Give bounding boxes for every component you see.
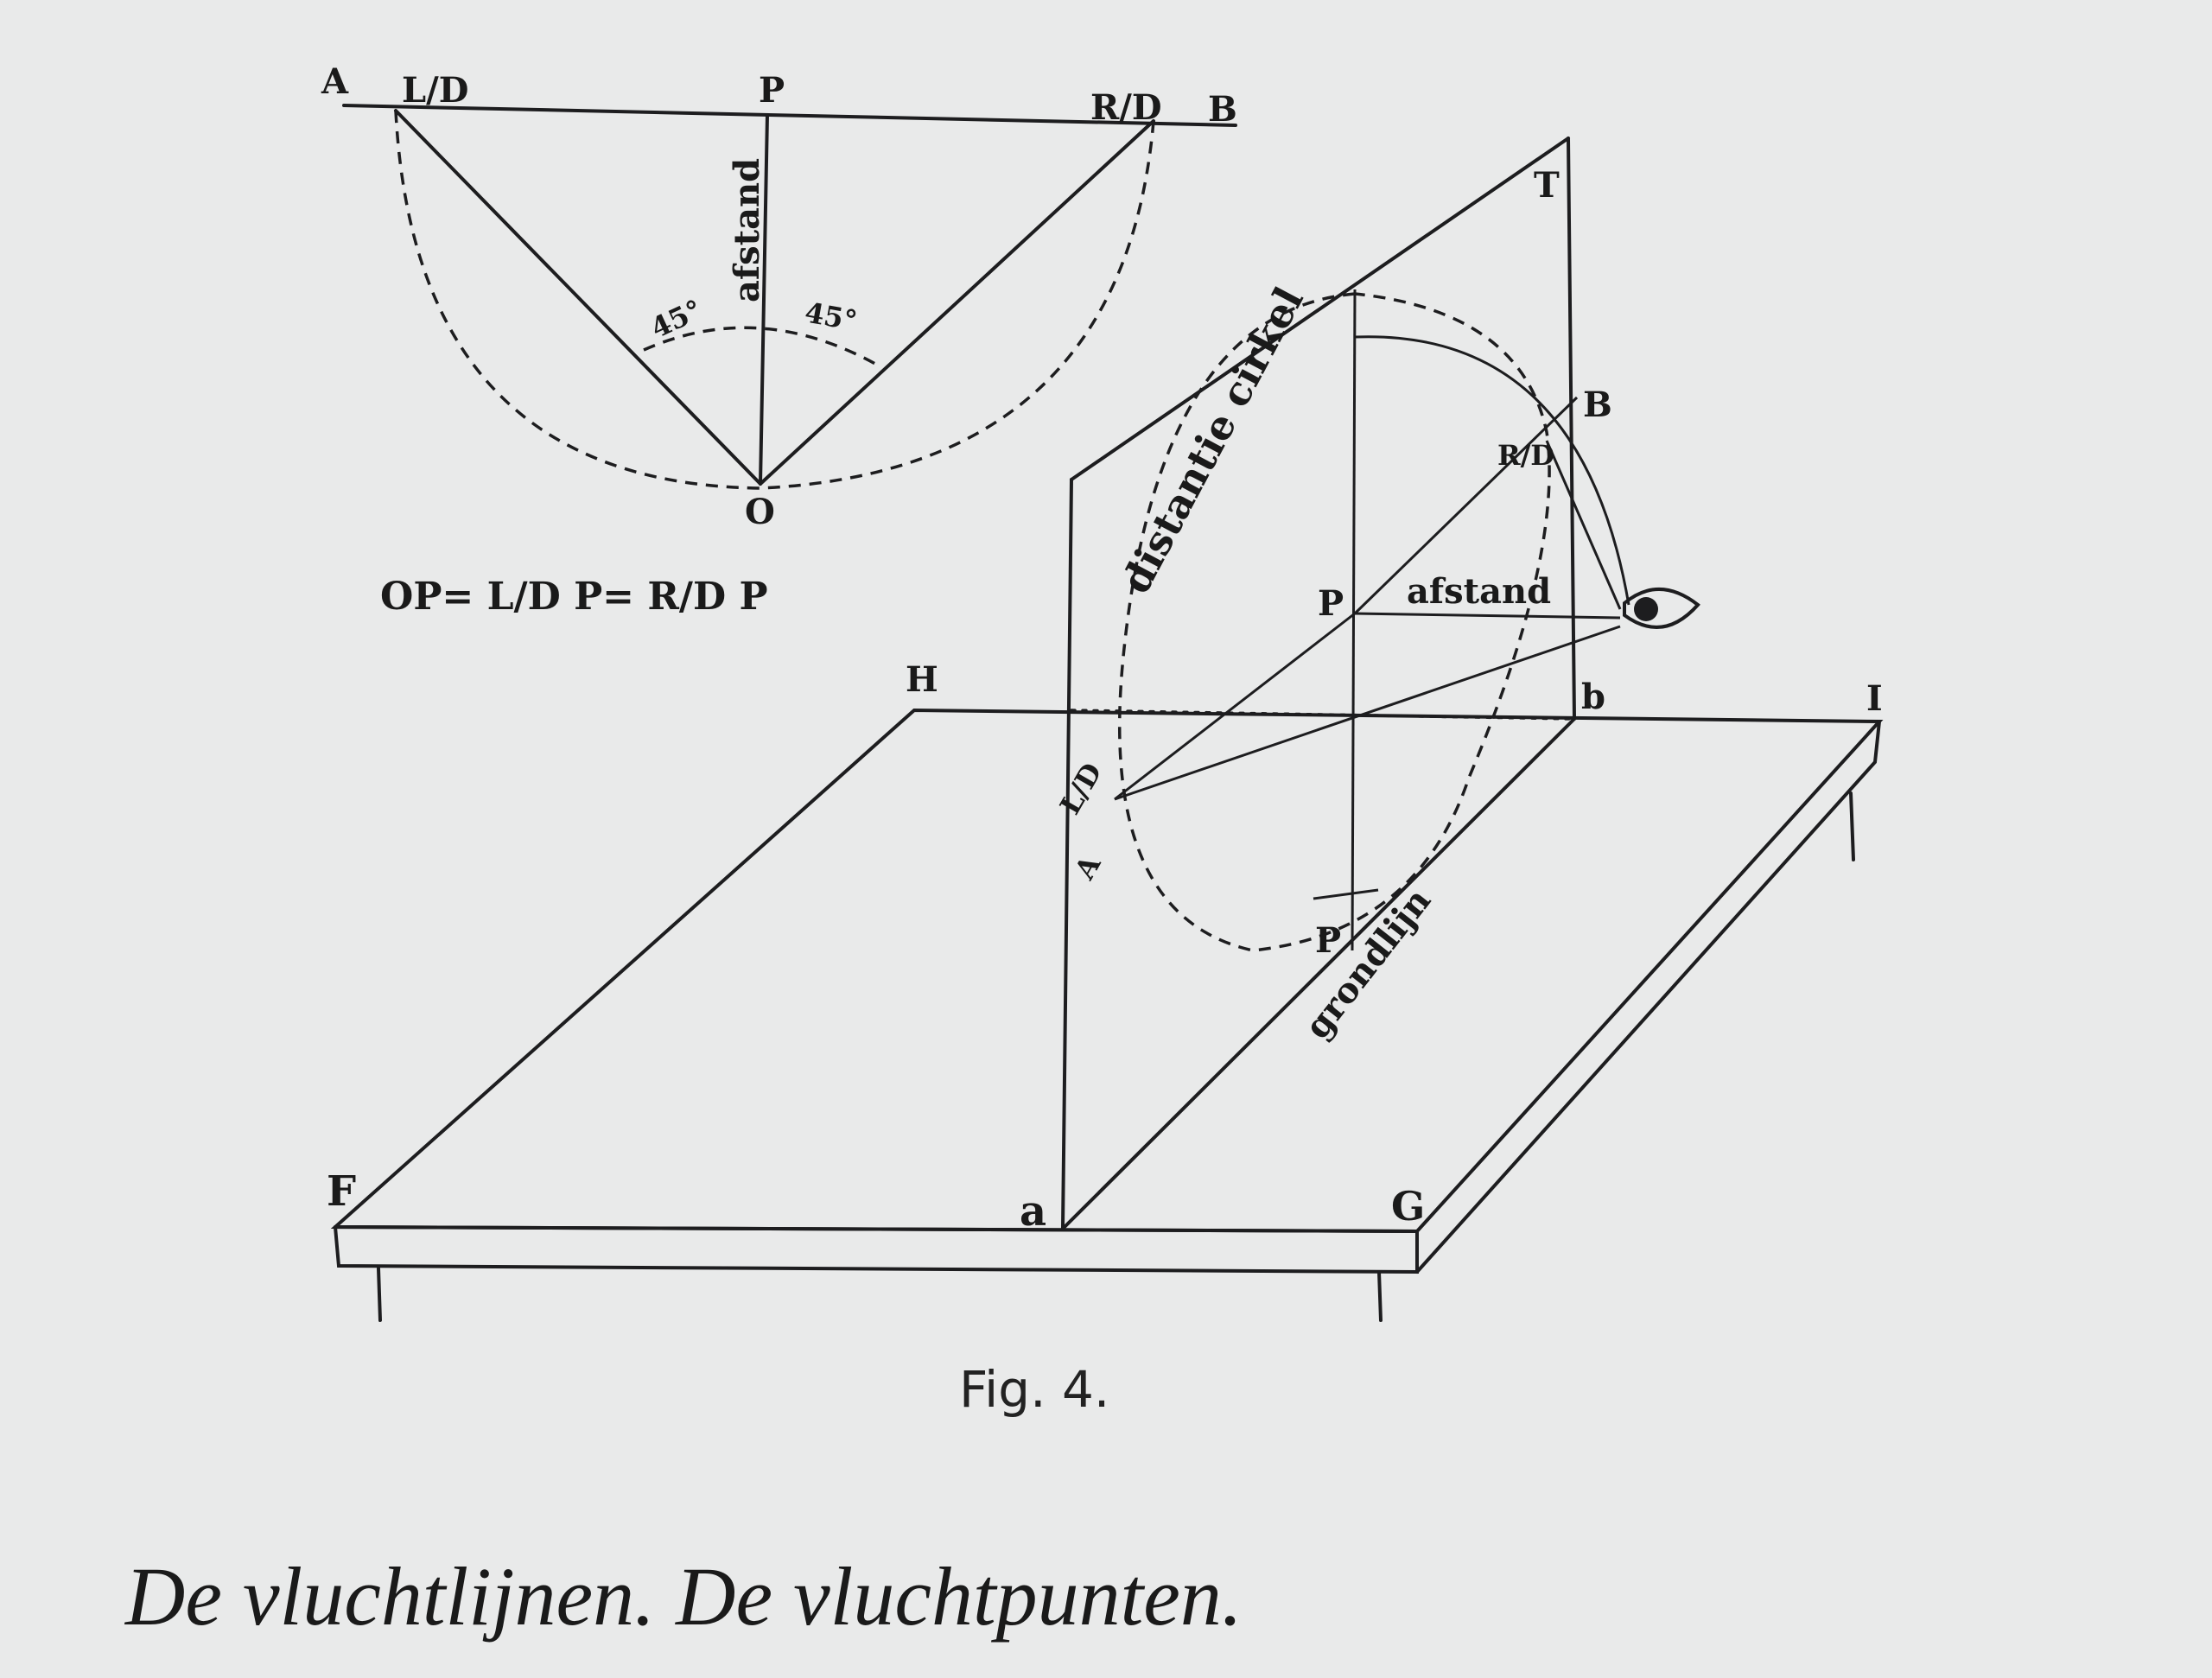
table-leg-left (377, 1267, 382, 1322)
horizon-line-ab (342, 104, 1237, 127)
formula: OP= L/D P= R/D P (380, 575, 768, 619)
rotation-arc (1354, 335, 1630, 606)
table (330, 708, 1884, 1322)
eye-pupil (1634, 597, 1658, 621)
distance-label-top: afstand (727, 158, 767, 302)
corner-a-label: a (1020, 1187, 1046, 1236)
point-a-label: A (321, 61, 349, 102)
distance-label-main: afstand (1407, 571, 1551, 612)
plane-right-edge (1567, 137, 1576, 721)
horizon-line-ld-p (1114, 612, 1356, 801)
plane-ld-label: L/D (1053, 757, 1109, 820)
plane-t-label: T (1534, 165, 1560, 206)
corner-g-label: G (1391, 1183, 1425, 1230)
line-ld-o (394, 109, 762, 486)
corner-b-label: b (1581, 677, 1605, 717)
plane-top-edge (1070, 137, 1570, 481)
point-rd-label: R/D (1090, 87, 1162, 128)
ld-to-eye-line (1114, 625, 1621, 801)
corner-f-label: F (327, 1167, 356, 1216)
point-o-label: O (745, 492, 775, 532)
table-front-edge (334, 1225, 1419, 1274)
caption: De vluchtlijnen. De vluchtpunten. (124, 1550, 1243, 1643)
ground-line (1061, 717, 1576, 1230)
main-diagram: H b I F a G T B R/D P P L/D A distantie … (327, 137, 1884, 1322)
figure-number: Fig. 4. (959, 1360, 1109, 1419)
distance-circle-label: distantie cirkel (1112, 279, 1313, 601)
line-rd-o (759, 119, 1155, 486)
table-leg-mid (1377, 1270, 1382, 1322)
plane-b-label: B (1583, 385, 1612, 425)
point-b-label: B (1208, 89, 1237, 130)
corner-h-label: H (906, 659, 938, 700)
plane-p-lower-label: P (1315, 920, 1341, 961)
plane-rd-label: R/D (1497, 439, 1554, 472)
point-p-label: P (759, 70, 785, 111)
plane-left-edge (1061, 478, 1073, 1230)
angle-left-label: 45° (645, 293, 707, 345)
horizon-dotted (1070, 709, 1576, 721)
distance-line-po (759, 113, 769, 486)
angle-arc (643, 326, 882, 369)
p-tick (1313, 888, 1379, 900)
corner-i-label: I (1866, 678, 1883, 719)
plane-a-label: A (1068, 849, 1108, 885)
point-ld-label: L/D (402, 70, 468, 111)
table-leg-right (1849, 791, 1855, 861)
p-to-eye-distance-line (1354, 612, 1621, 620)
angle-right-label: 45° (803, 296, 860, 337)
ground-line-label: grondlijn (1297, 880, 1439, 1046)
table-side-edge (1415, 720, 1881, 1274)
rd-to-eye-line (1545, 440, 1622, 610)
plane-center-vertical (1351, 289, 1357, 951)
distance-circle (1117, 292, 1551, 952)
top-diagram: A L/D P R/D B O afstand 45° 45° OP= L/D … (321, 61, 1237, 619)
eye-icon (1623, 588, 1700, 629)
eye-outline (1623, 588, 1700, 629)
plane-p-upper-label: P (1318, 583, 1344, 624)
horizon-line-p-b (1353, 396, 1579, 615)
distance-semicircle (394, 110, 1155, 490)
table-top (330, 708, 1884, 1234)
picture-plane (1061, 137, 1630, 1230)
